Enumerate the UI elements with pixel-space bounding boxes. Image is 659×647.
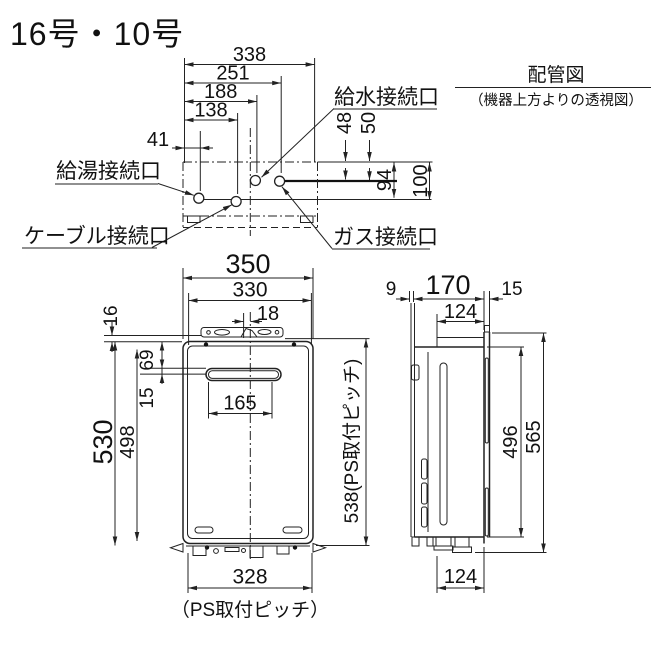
dim-41: 41 [147,129,169,151]
dim-16: 16 [101,305,122,326]
dim-328: 328 [232,566,267,589]
dim-251: 251 [216,63,249,85]
caption-piping-sub: （機器上方よりの透視図） [469,92,643,109]
water-supply-port [249,174,262,187]
piping-diagram-linework [22,58,651,250]
dim-565: 565 [523,420,545,453]
dim-9: 9 [386,279,397,300]
dim-530: 530 [88,419,118,464]
dim-15-front: 15 [137,387,158,408]
label-gas-port: ガス接続口 [333,226,438,249]
ps-pitch-note: （PS取付ピッチ） [171,599,329,621]
dim-188: 188 [204,81,237,103]
dim-48: 48 [334,112,356,134]
cable-port [230,195,242,208]
label-hot-water-port: 給湯接続口 [56,160,161,183]
label-cable-port: ケーブル接続口 [24,225,170,248]
dim-498: 498 [117,425,139,458]
dim-50: 50 [358,112,380,134]
label-water-supply-port: 給水接続口 [334,86,439,109]
front-body-outline [182,340,314,545]
hot-water-port [193,192,205,204]
dim-124-top: 124 [444,301,477,323]
vent-slot [205,367,282,382]
dim-138: 138 [194,100,227,122]
side-slot [439,362,448,526]
dim-165: 165 [223,393,256,415]
dim-124-bottom: 124 [444,566,477,588]
dim-94: 94 [374,169,396,191]
dim-15-side: 15 [501,279,522,300]
dim-170: 170 [425,270,470,300]
dim-350: 350 [225,249,270,279]
page-title: 16号・10号 [10,16,184,52]
piping-diagram-text: 338 251 188 138 41 48 50 94 100 給水接続口 給湯… [24,44,643,249]
side-view-linework [396,291,547,593]
side-view-text: 9 170 15 124 496 565 124 [386,270,545,588]
front-view-linework [104,268,370,593]
dim-69: 69 [137,349,158,370]
dim-338: 338 [233,44,266,66]
dim-496: 496 [500,425,522,458]
front-view-text: 350 330 18 16 530 498 69 15 165 538(PS取付… [88,249,363,621]
gas-port [273,175,286,187]
wall-hook [411,364,420,381]
dim-18: 18 [257,303,279,325]
dim-100: 100 [410,164,432,197]
caption-piping-title: 配管図 [527,64,584,86]
dim-330: 330 [232,279,267,302]
dim-538-ps-pitch: 538(PS取付ピッチ) [341,359,363,524]
